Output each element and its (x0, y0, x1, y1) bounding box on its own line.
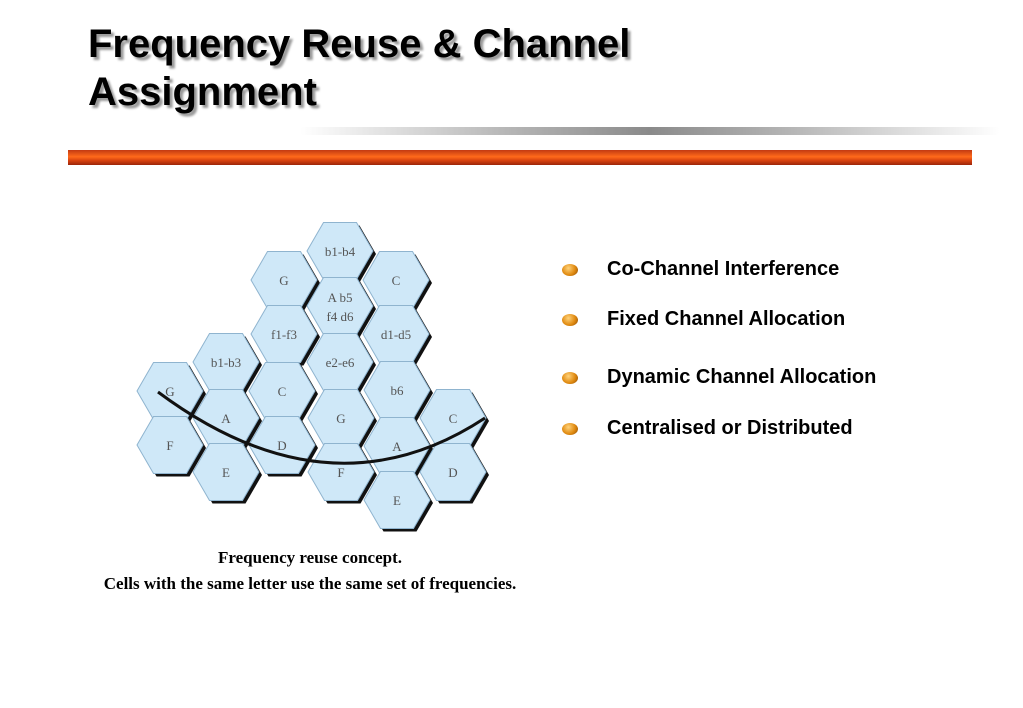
hex-cell-label: D (448, 465, 457, 480)
hex-cell-top-e: e2-e6 (306, 333, 374, 391)
slide-title: Frequency Reuse & Channel Assignment (88, 20, 630, 116)
diagram-caption-line2: Cells with the same letter use the same … (103, 574, 517, 593)
hex-cell-label: d1-d5 (381, 327, 411, 342)
hex-cell-label: E (222, 465, 230, 480)
hex-cell-label: b6 (391, 383, 405, 398)
hex-cell-label: D (277, 438, 286, 453)
hex-cell-right-e: E (363, 471, 431, 529)
bullet-icon (562, 372, 578, 384)
bullet-text: Co-Channel Interference (607, 258, 840, 280)
bullet-text: Centralised or Distributed (607, 417, 853, 439)
diagram-caption-line1: Frequency reuse concept. (218, 548, 402, 567)
hex-cell-label: A (392, 439, 402, 454)
hex-cell-label: e2-e6 (326, 355, 355, 370)
hex-cell-top-a: A b5 f4 d6 (306, 277, 374, 335)
hex-cell-label: G (336, 411, 345, 426)
hex-cell-label: E (393, 493, 401, 508)
hex-cell-left-f: F (136, 416, 204, 474)
hex-cell-label: f1-f3 (271, 327, 297, 342)
hex-cell-label: A b5 (328, 290, 353, 305)
hex-cell-label: F (337, 465, 344, 480)
bullet-icon (562, 314, 578, 326)
slide-title-line2: Assignment (88, 70, 317, 114)
hex-cell-label: b1-b3 (211, 355, 241, 370)
title-underline-gray (300, 127, 1000, 135)
hex-cell-label: b1-b4 (325, 244, 356, 259)
bullet-text: Fixed Channel Allocation (607, 308, 846, 330)
hex-cell-label: C (449, 411, 458, 426)
bullet-icon (562, 423, 578, 435)
hex-cell-left-b: b1-b3 (192, 333, 260, 391)
hex-cell-label: A (221, 411, 231, 426)
hex-cell-left-e: E (192, 443, 260, 501)
slide-title-line1: Frequency Reuse & Channel (88, 22, 631, 66)
hex-cell-label-2: f4 d6 (326, 309, 354, 324)
hex-cell-shape (136, 416, 204, 474)
hex-cell-right-b: b6 (363, 361, 431, 419)
hex-cell-label: G (279, 273, 288, 288)
hex-cell-label: C (392, 273, 401, 288)
bullet-text: Dynamic Channel Allocation (607, 366, 877, 388)
hex-cell-label: G (165, 384, 174, 399)
hex-cell-label: F (166, 438, 173, 453)
bullet-list: Co-Channel Interference Fixed Channel Al… (560, 0, 1000, 500)
bullet-icon (562, 264, 578, 276)
hex-cell-shape (307, 443, 375, 501)
hex-cell-label: C (278, 384, 287, 399)
hex-cell-top-b1b4: b1-b4 (306, 222, 374, 280)
hex-cell-shape (363, 471, 431, 529)
title-accent-bar (68, 150, 972, 165)
hex-cell-right-f: F (307, 443, 375, 501)
hex-cell-shape (192, 443, 260, 501)
reuse-distance-arc (157, 390, 486, 465)
